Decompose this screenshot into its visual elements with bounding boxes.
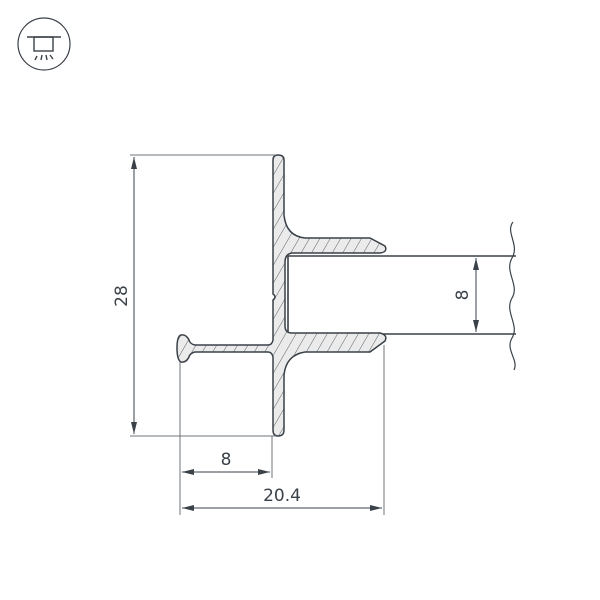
dimension-height: 28 — [112, 154, 276, 437]
dimension-panel-thickness: 8 — [453, 258, 479, 332]
dimension-total-label: 20.4 — [263, 486, 301, 506]
dimension-flange: 8 — [179, 362, 273, 515]
dimension-height-label: 28 — [112, 285, 132, 307]
ceiling-light-icon — [17, 17, 71, 71]
dimension-total-width: 20.4 — [182, 345, 385, 515]
profile-section — [176, 154, 387, 437]
dimension-panel-label: 8 — [453, 290, 473, 301]
dimension-flange-label: 8 — [221, 450, 232, 470]
